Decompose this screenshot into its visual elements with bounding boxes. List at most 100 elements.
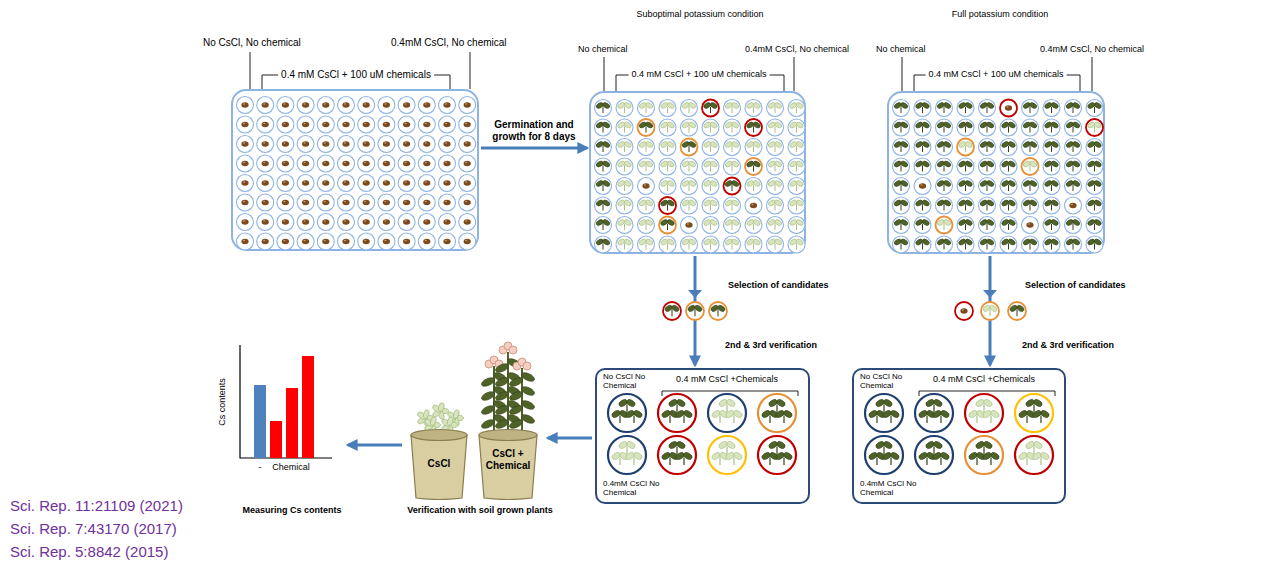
seedling <box>681 238 696 249</box>
well <box>893 178 910 195</box>
seed <box>443 122 450 128</box>
seedling <box>638 102 653 113</box>
well <box>338 194 355 211</box>
well <box>257 233 274 250</box>
cotyledon <box>602 180 611 188</box>
well <box>1086 217 1103 234</box>
screen-plate: Suboptimal potassium conditionNo chemica… <box>590 92 805 253</box>
well <box>616 158 633 175</box>
cotyledon <box>986 199 995 207</box>
cotyledon <box>623 180 632 188</box>
cotyledon <box>776 398 787 407</box>
seedling-stem <box>626 405 627 413</box>
well <box>979 197 996 214</box>
seedling <box>1065 238 1080 249</box>
cotyledon <box>1072 238 1081 246</box>
cotyledon <box>783 451 794 460</box>
well <box>237 233 254 250</box>
bracket-line <box>604 57 794 91</box>
seedling-stem <box>940 458 941 466</box>
seedling-stem <box>987 243 988 249</box>
seed-shine <box>324 201 326 202</box>
node-label: 0.4mM CsCl, No chemical <box>745 44 849 54</box>
well <box>709 302 727 320</box>
cotyledon <box>676 440 687 449</box>
well <box>459 214 476 231</box>
cotyledon <box>709 141 718 149</box>
group-bracket <box>604 57 794 91</box>
seedling <box>936 102 951 113</box>
cotyledon <box>666 141 675 149</box>
cotyledon <box>623 238 632 246</box>
well <box>914 178 931 195</box>
seedling-stem <box>667 224 668 230</box>
seedling-stem <box>753 185 754 191</box>
seedling-stem <box>1073 185 1074 191</box>
well <box>788 217 805 234</box>
dish <box>708 394 746 432</box>
well <box>767 236 784 253</box>
cotyledon <box>964 199 973 207</box>
well <box>957 139 974 156</box>
well <box>659 217 676 234</box>
seed-shine <box>283 181 285 182</box>
seedling-stem <box>1051 185 1052 191</box>
rosette-leaf <box>429 416 437 426</box>
cotyledon <box>883 440 894 449</box>
seed-shine <box>243 220 245 221</box>
seed <box>383 219 390 225</box>
seed <box>363 141 370 147</box>
seedling <box>979 121 994 132</box>
verification-box: No CsCl No Chemical0.4 mM CsCl +Chemical… <box>595 368 810 504</box>
seedling <box>703 121 718 132</box>
seedling <box>875 440 893 454</box>
cotyledon <box>752 141 761 149</box>
seed-shine <box>405 220 407 221</box>
seed <box>423 200 430 206</box>
well <box>681 178 698 195</box>
seedling-stem <box>1073 107 1074 113</box>
well <box>788 178 805 195</box>
well <box>378 97 395 114</box>
verification-dish <box>1015 394 1053 432</box>
well <box>724 178 741 195</box>
seedling-stem <box>1033 447 1034 455</box>
seed-shine <box>405 201 407 202</box>
flower <box>509 346 517 354</box>
seedling-stem <box>944 165 945 171</box>
seedling-stem <box>990 458 991 466</box>
cotyledon <box>602 199 611 207</box>
seedling-stem <box>783 416 784 424</box>
dish <box>965 394 1003 432</box>
cotyledon <box>795 219 804 227</box>
arrow-head <box>983 290 997 298</box>
well <box>459 116 476 133</box>
seed <box>403 219 410 225</box>
flow-arrow <box>481 147 587 150</box>
seed <box>282 180 289 186</box>
seed <box>1005 105 1012 111</box>
seed <box>464 161 471 167</box>
cotyledon <box>1050 121 1059 129</box>
well <box>767 139 784 156</box>
verification-dish <box>608 436 646 474</box>
cotyledon <box>943 238 952 246</box>
seed-shine <box>364 181 366 182</box>
cotyledon <box>943 199 952 207</box>
seedling <box>958 102 973 113</box>
seedling <box>767 141 782 152</box>
cotyledon <box>731 219 740 227</box>
seed <box>241 200 248 206</box>
node-label: 0.4mM CsCl, No chemical <box>1040 44 1144 54</box>
well <box>418 214 435 231</box>
seedling-stem <box>933 405 934 413</box>
seedling-stem <box>987 126 988 132</box>
seedling <box>681 180 696 191</box>
seed-shine <box>324 220 326 221</box>
axis-title: Cs contents <box>217 378 227 426</box>
well <box>1086 119 1103 136</box>
seedling <box>660 160 675 171</box>
seedling <box>703 141 718 152</box>
seedling-stem <box>965 146 966 152</box>
well <box>979 100 996 117</box>
